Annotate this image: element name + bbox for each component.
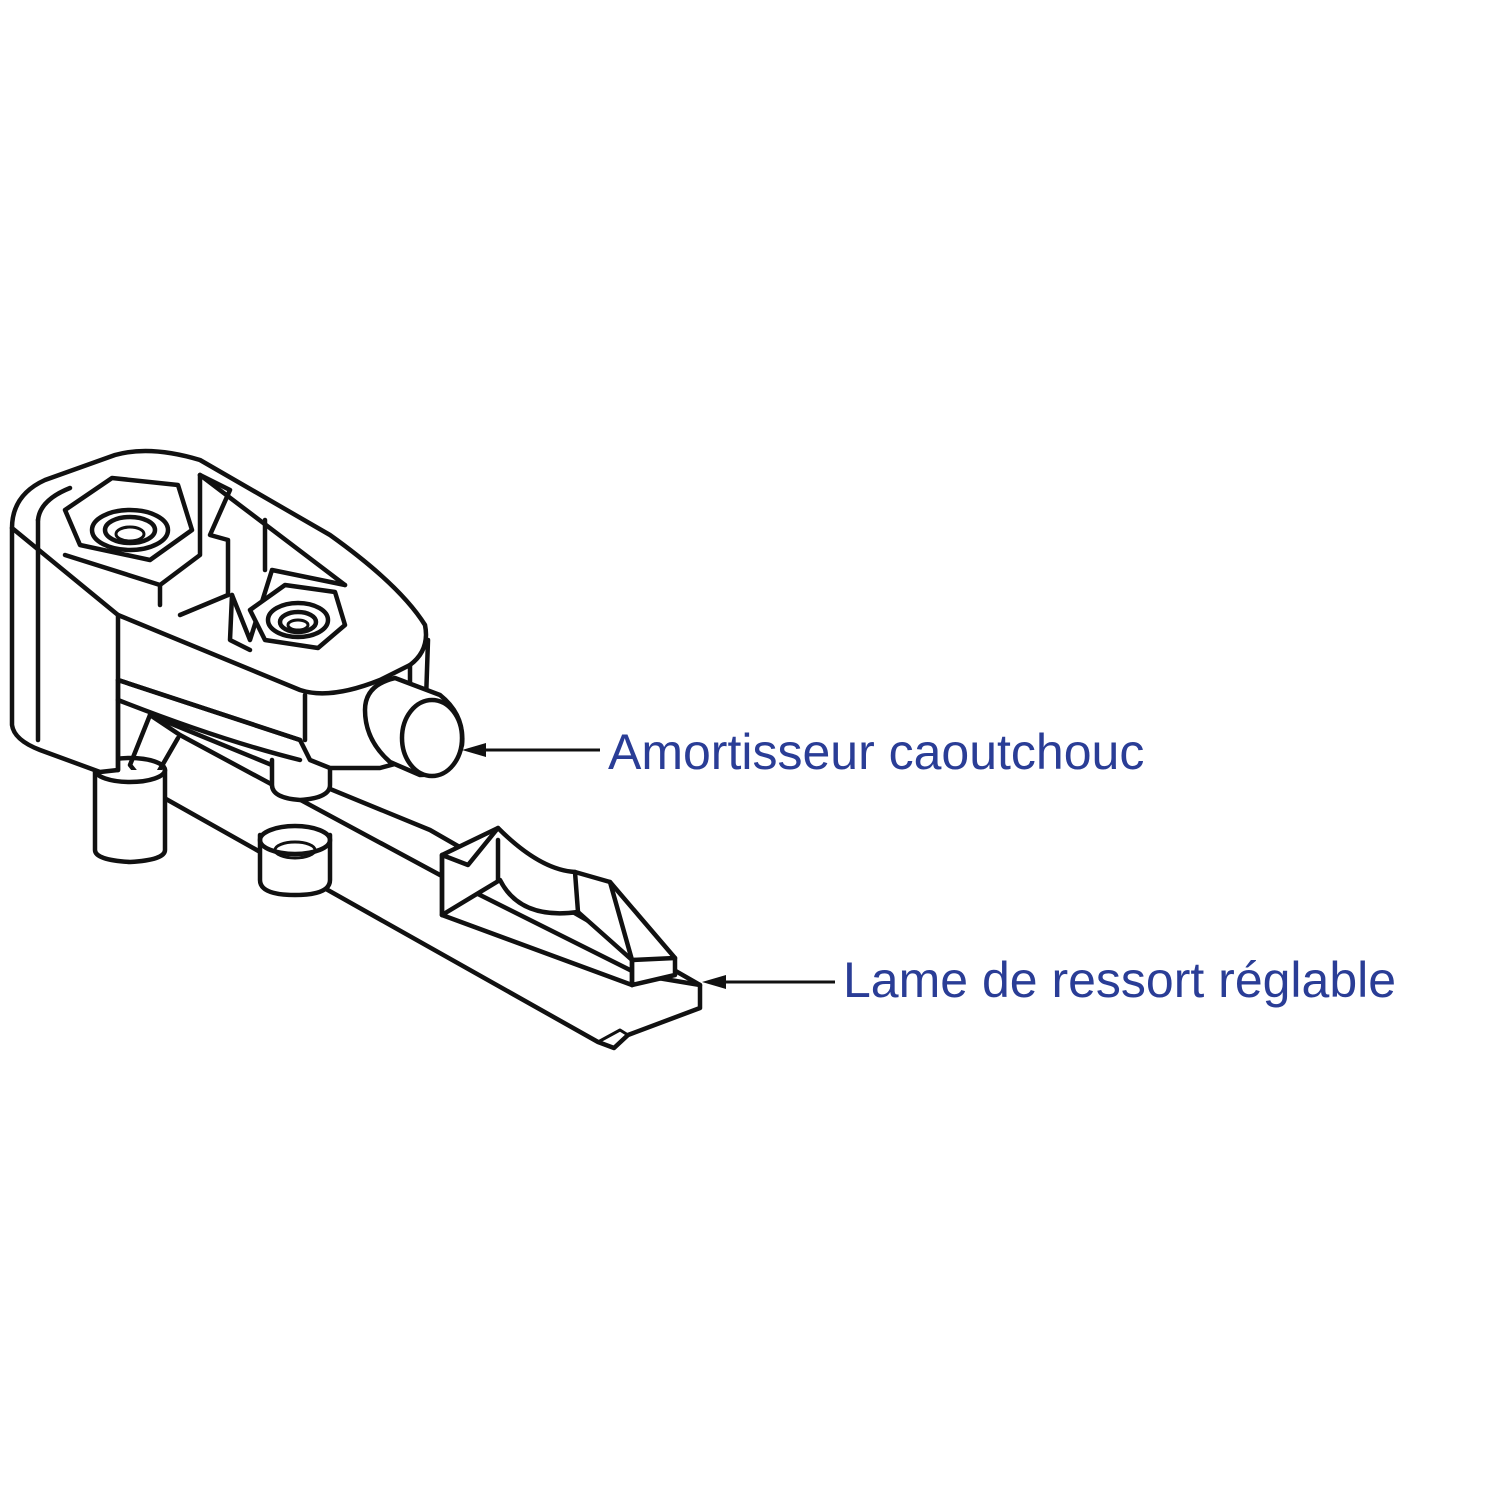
main-body xyxy=(9,448,431,775)
rubber-damper xyxy=(362,675,465,779)
callout-rubber-damper: Amortisseur caoutchouc xyxy=(608,724,1145,780)
leader-damper xyxy=(462,743,600,757)
callout-spring-blade: Lame de ressort réglable xyxy=(843,952,1397,1008)
hex-nut-right xyxy=(247,582,348,651)
leader-spring xyxy=(702,975,835,989)
left-pin xyxy=(92,755,168,865)
rear-pin xyxy=(269,757,333,803)
center-pin xyxy=(257,823,333,898)
stop-block xyxy=(439,825,678,988)
hex-nut-left xyxy=(62,475,195,563)
